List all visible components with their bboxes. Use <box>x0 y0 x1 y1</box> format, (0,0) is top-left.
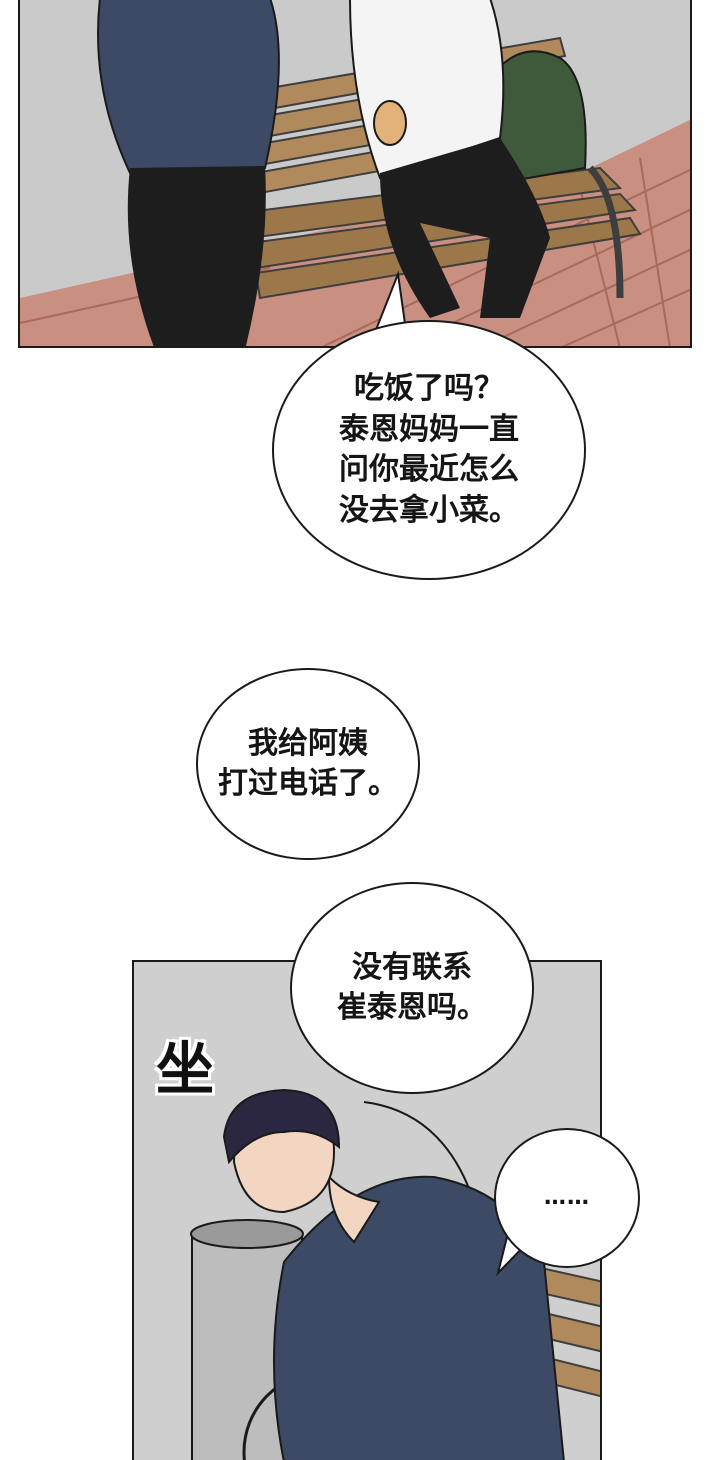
bubble1-line-3: 问你最近怎么 <box>339 452 519 487</box>
sound-effect-sit: 坐 <box>156 1035 215 1103</box>
bubble1-line-2: 泰恩妈妈一直 <box>339 411 519 447</box>
speech-bubble-3: 没有联系 崔泰恩吗。 <box>290 882 534 1094</box>
bubble1-line-1: 吃饭了吗？ <box>354 371 504 406</box>
top-panel <box>18 0 692 348</box>
bubble1-line-4: 没去拿小菜。 <box>339 492 519 528</box>
bench-scene-illustration <box>20 0 690 346</box>
speech-bubble-4: …… <box>494 1128 640 1268</box>
speech-bubble-2: 我给阿姨 打过电话了。 <box>196 668 420 860</box>
bubble2-line-1: 我给阿姨 <box>248 725 368 761</box>
bubble3-line-1: 没有联系 <box>352 949 472 985</box>
bubble3-line-2: 崔泰恩吗。 <box>337 990 487 1025</box>
bubble4-line-1: …… <box>544 1185 590 1211</box>
bubble2-line-2: 打过电话了。 <box>218 766 398 801</box>
speech-bubble-1: 吃饭了吗？ 泰恩妈妈一直 问你最近怎么 没去拿小菜。 <box>272 320 586 580</box>
